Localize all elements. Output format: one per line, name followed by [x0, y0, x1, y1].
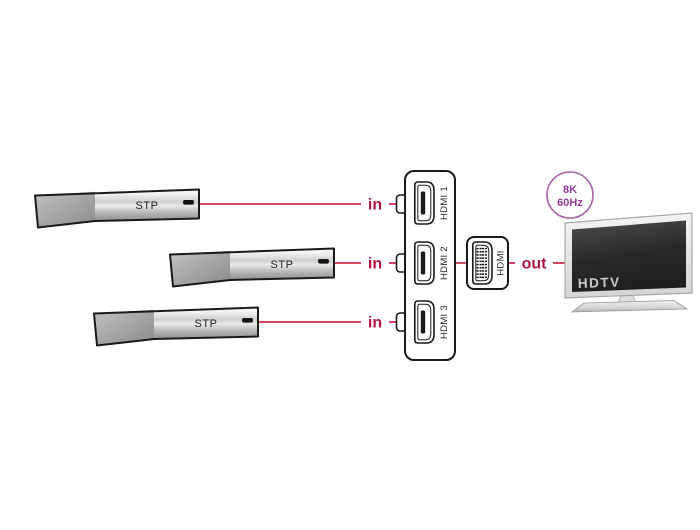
hdmi-output-connector: HDMI	[466, 236, 509, 290]
badge-ring	[546, 171, 594, 219]
input-label-2: in	[368, 256, 382, 273]
stp-box-3-label: STP	[195, 318, 218, 330]
stp-box-1-label: STP	[136, 200, 159, 212]
stp-box-1: STP	[34, 188, 200, 229]
input-label-1: in	[368, 197, 382, 214]
switch-panel: HDMI 1 HDMI 2 HDMI 3	[395, 170, 456, 361]
resolution-badge: 8K 60Hz	[546, 171, 594, 219]
connection-lines	[199, 203, 565, 323]
hdmi-port-2-icon	[413, 241, 435, 285]
hdmi-port-3-label: HDMI 3	[439, 305, 450, 339]
stp-box-3: STP	[93, 306, 259, 347]
hdmi-port-1-label: HDMI 1	[439, 186, 450, 220]
output-label: out	[522, 256, 548, 273]
hdmi-plug-label: HDMI	[496, 250, 507, 275]
tv-stand-base	[570, 300, 689, 313]
hdmi-port-2-label: HDMI 2	[439, 246, 450, 280]
hdmi-port-3-icon	[413, 300, 435, 344]
badge-refresh-rate: 60Hz	[557, 197, 583, 209]
hdmi-plug-icon	[472, 241, 493, 285]
stp-box-2: STP	[169, 247, 335, 288]
tv-screen-label: HDTV	[578, 275, 621, 291]
hdmi-port-1-icon	[413, 181, 435, 225]
tv-screen	[572, 220, 686, 292]
badge-resolution: 8K	[563, 184, 577, 196]
stp-box-2-label: STP	[271, 259, 294, 271]
tv-icon: HDTV	[564, 212, 693, 313]
io-labels: in in in out	[368, 197, 547, 332]
input-label-3: in	[368, 315, 382, 332]
